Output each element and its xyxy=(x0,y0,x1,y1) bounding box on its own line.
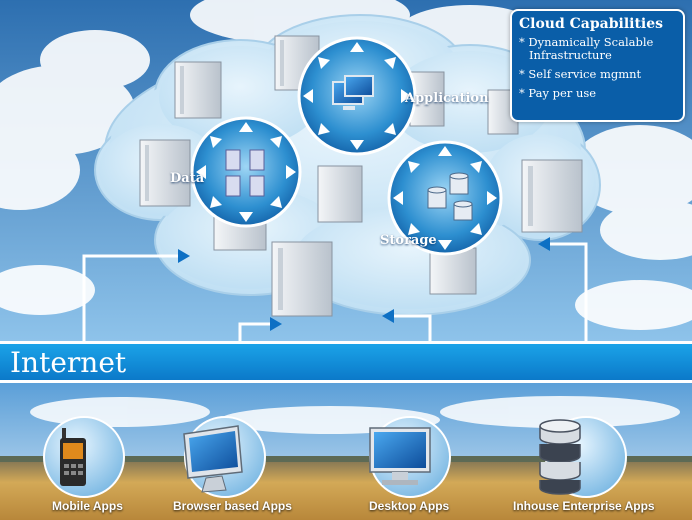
server-icon xyxy=(317,165,363,223)
server-icon xyxy=(429,247,477,295)
server-icon xyxy=(521,159,583,233)
database-stack-icon xyxy=(539,419,581,495)
server-icon xyxy=(139,139,191,207)
application-hub-arrows xyxy=(303,42,411,150)
data-label: Data xyxy=(170,171,205,186)
connector-arrowheads xyxy=(178,237,550,331)
internet-band: Internet xyxy=(0,341,692,383)
server-rack-icons xyxy=(139,35,583,317)
internet-label: Internet xyxy=(10,346,127,379)
client-mobile xyxy=(43,416,125,498)
capability-item: * Dynamically Scalable Infrastructure xyxy=(519,35,654,62)
client-browser xyxy=(183,416,266,498)
data-servers-icon xyxy=(225,149,265,197)
cloud-capabilities-panel: Cloud Capabilities * Dynamically Scalabl… xyxy=(510,9,685,122)
capability-item: * Self service mgmnt xyxy=(519,67,642,81)
client-desktop xyxy=(369,416,451,498)
client-label-mobile: Mobile Apps xyxy=(52,499,123,513)
data-hub-arrows xyxy=(196,122,296,222)
storage-hub xyxy=(387,140,503,256)
client-label-enterprise: Inhouse Enterprise Apps xyxy=(513,499,655,513)
data-hub xyxy=(190,116,302,228)
tree-line xyxy=(0,456,692,464)
desktop-monitor-icon xyxy=(369,427,431,485)
monitor-icon xyxy=(183,425,243,493)
mobile-phone-icon xyxy=(60,428,86,486)
database-icon xyxy=(427,172,473,221)
computer-icon xyxy=(332,75,374,110)
capability-item: * Pay per use xyxy=(519,86,597,100)
client-label-desktop: Desktop Apps xyxy=(369,499,450,513)
server-icon xyxy=(271,241,333,317)
storage-hub-arrows xyxy=(393,146,497,250)
application-label: Application xyxy=(405,91,489,106)
capabilities-title: Cloud Capabilities xyxy=(519,16,664,32)
server-icon xyxy=(174,61,222,119)
client-label-browser: Browser based Apps xyxy=(173,499,292,513)
client-enterprise xyxy=(539,416,627,498)
storage-label: Storage xyxy=(380,233,437,248)
application-hub xyxy=(297,36,417,156)
